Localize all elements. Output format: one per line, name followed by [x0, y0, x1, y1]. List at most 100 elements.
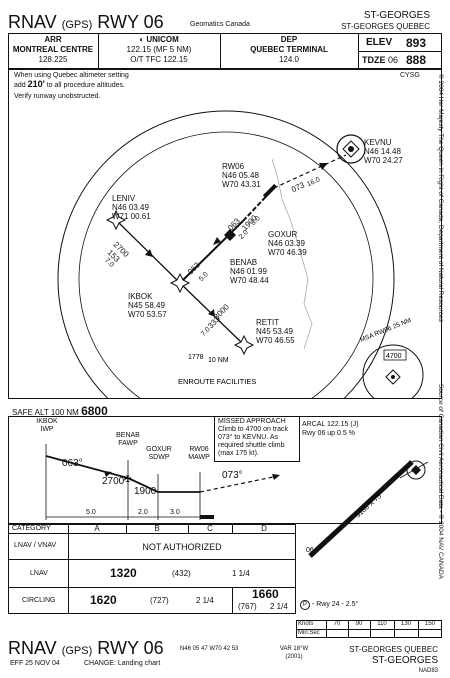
- circling-ab-haa: (727): [150, 596, 169, 605]
- lnav-mda: 1320: [110, 566, 137, 580]
- category-a: A: [94, 524, 100, 533]
- lnav-label: LNAV: [30, 570, 48, 577]
- profile-descent-path: [45, 455, 200, 493]
- lnav-vnav-not-authorized: NOT AUTHORIZED: [142, 542, 222, 552]
- range-ring-10nm: [78, 131, 374, 399]
- leg-arrow: [319, 163, 328, 170]
- procedure-prefix: RNAV: [8, 12, 57, 32]
- aerodrome-sketch: 5108 X 75 06: [306, 460, 429, 558]
- safe-altitude-label: SAFE ALT 100 NM: [12, 408, 79, 417]
- datum-code: NAD83: [418, 668, 438, 674]
- leg-arrow: [145, 249, 153, 257]
- arrival-facility: MONTREAL CENTRE: [12, 45, 94, 54]
- aerodrome-beacon-icon: [406, 460, 426, 480]
- knots-70: 70: [333, 621, 341, 627]
- lnav-haa: (432): [172, 569, 191, 578]
- runway-symbol: [262, 183, 278, 199]
- circling-c-haa: (767): [238, 602, 257, 611]
- circling-label: CIRCLING: [22, 597, 56, 604]
- profile-course-out: 073°: [222, 470, 243, 481]
- knots-label: Knots: [298, 621, 314, 627]
- altimeter-note: When using Quebec altimeter setting add …: [14, 72, 129, 89]
- lighting-info: ARCAL 122.15 (J) Rwy 06 up 0.5 %: [302, 421, 359, 437]
- leg-ikbok-benab: [179, 220, 244, 284]
- elevation-label: ELEV: [366, 37, 393, 48]
- profile-arrow: [272, 474, 280, 480]
- missed-approach-box: [214, 416, 300, 462]
- footer-airport: ST-GEORGES: [371, 655, 438, 666]
- magnetic-variation: VAR 18°W(2001): [279, 646, 309, 660]
- profile-arrow: [104, 471, 112, 477]
- departure-facility: QUEBEC TERMINAL: [250, 45, 328, 54]
- leg-arrow: [213, 237, 221, 245]
- plan-view-graphic: ENROUTE FACILITIES 1778 10 NM 4700 MSA R…: [57, 110, 424, 399]
- circling-c-visibility: 2 1/4: [270, 602, 288, 611]
- elevation-value: 893: [406, 36, 427, 50]
- airport-name: ST-GEORGES: [363, 10, 430, 21]
- airport-city: ST-GEORGES QUEBEC: [341, 22, 430, 31]
- knots-110: 110: [377, 621, 387, 627]
- category-c: C: [207, 524, 213, 533]
- leg-missed-approach: [273, 154, 347, 189]
- spot-elevation: 1778: [188, 354, 204, 361]
- fix-symbol-retit: [233, 334, 255, 356]
- profile-course-in: 063°: [62, 458, 83, 469]
- departure-comms: DEP QUEBEC TERMINAL 124.0: [220, 35, 358, 65]
- runway-number-06: 06: [306, 547, 314, 554]
- footer-procedure-title: RNAV (GPS) RWY 06: [8, 638, 164, 658]
- knots-90: 90: [355, 621, 363, 627]
- missed-approach-text: MISSED APPROACH Climb to 4700 on track 0…: [218, 418, 289, 457]
- lnav-visibility: 1 1/4: [232, 569, 250, 578]
- safe-altitude: SAFE ALT 100 NM 6800: [12, 404, 108, 418]
- unicom-label: UNICOM: [146, 35, 179, 44]
- half-circle-icon: ◐: [139, 35, 145, 44]
- enroute-ring: [57, 110, 395, 399]
- procedure-gps: (GPS): [61, 19, 93, 31]
- minima-table: [8, 524, 296, 614]
- fix-symbol-ikbok: [169, 272, 191, 294]
- approach-lights: [399, 461, 429, 479]
- unicom-frequency: 122.15 (MF 5 NM): [126, 45, 192, 54]
- safe-altitude-value: 6800: [81, 404, 108, 418]
- unicom-traffic: O/T TFC 122.15: [130, 55, 188, 64]
- circling-note-icon: P: [300, 600, 310, 610]
- circling-ab-mda: 1620: [90, 593, 117, 607]
- departure-frequency: 124.0: [278, 55, 300, 64]
- profile-alt-benab: 2700: [102, 476, 125, 487]
- runway-note: Verify runway unobstructed.: [14, 93, 101, 100]
- terrain-contour: [271, 158, 313, 350]
- profile-alt-goxur: 1900: [134, 486, 157, 497]
- footer-city: ST-GEORGES QUEBEC: [349, 645, 438, 654]
- arrival-label: ARR: [44, 35, 62, 44]
- category-label: CATEGORY: [12, 525, 51, 532]
- msa-altitude: 4700: [386, 353, 402, 360]
- range-ring-distance: 10 NM: [208, 357, 229, 364]
- arrival-comms: ARR MONTREAL CENTRE 128.225: [8, 35, 98, 65]
- procedure-runway: RWY 06: [97, 12, 164, 32]
- runway-06-24: [308, 460, 414, 558]
- copyright-text: © 2004 Her Majesty The Queen in Right of…: [437, 74, 444, 322]
- lnav-vnav-label: LNAV / VNAV: [14, 542, 57, 549]
- knots-150: 150: [424, 621, 435, 627]
- fix-symbol-kevnu: [336, 134, 366, 164]
- circling-note: P - Rwy 24 - 2.5°: [300, 600, 358, 610]
- publisher: Geomatics Canada: [190, 21, 250, 28]
- unicom-comms: ◐ UNICOM 122.15 (MF 5 NM) O/T TFC 122.15: [98, 35, 220, 65]
- circling-ab-visibility: 2 1/4: [196, 596, 214, 605]
- profile-dist-2: 2.0: [138, 509, 148, 516]
- msa-circle: 4700 MSA RW06 25 NM: [359, 317, 424, 399]
- airport-coordinates: N46 05 47 W70 42 53: [180, 646, 239, 652]
- change-note: CHANGE: Landing chart: [84, 660, 161, 667]
- enroute-facilities-label: ENROUTE FACILITIES: [178, 377, 256, 386]
- knots-130: 130: [400, 621, 411, 627]
- tdze-value: 888: [406, 53, 427, 67]
